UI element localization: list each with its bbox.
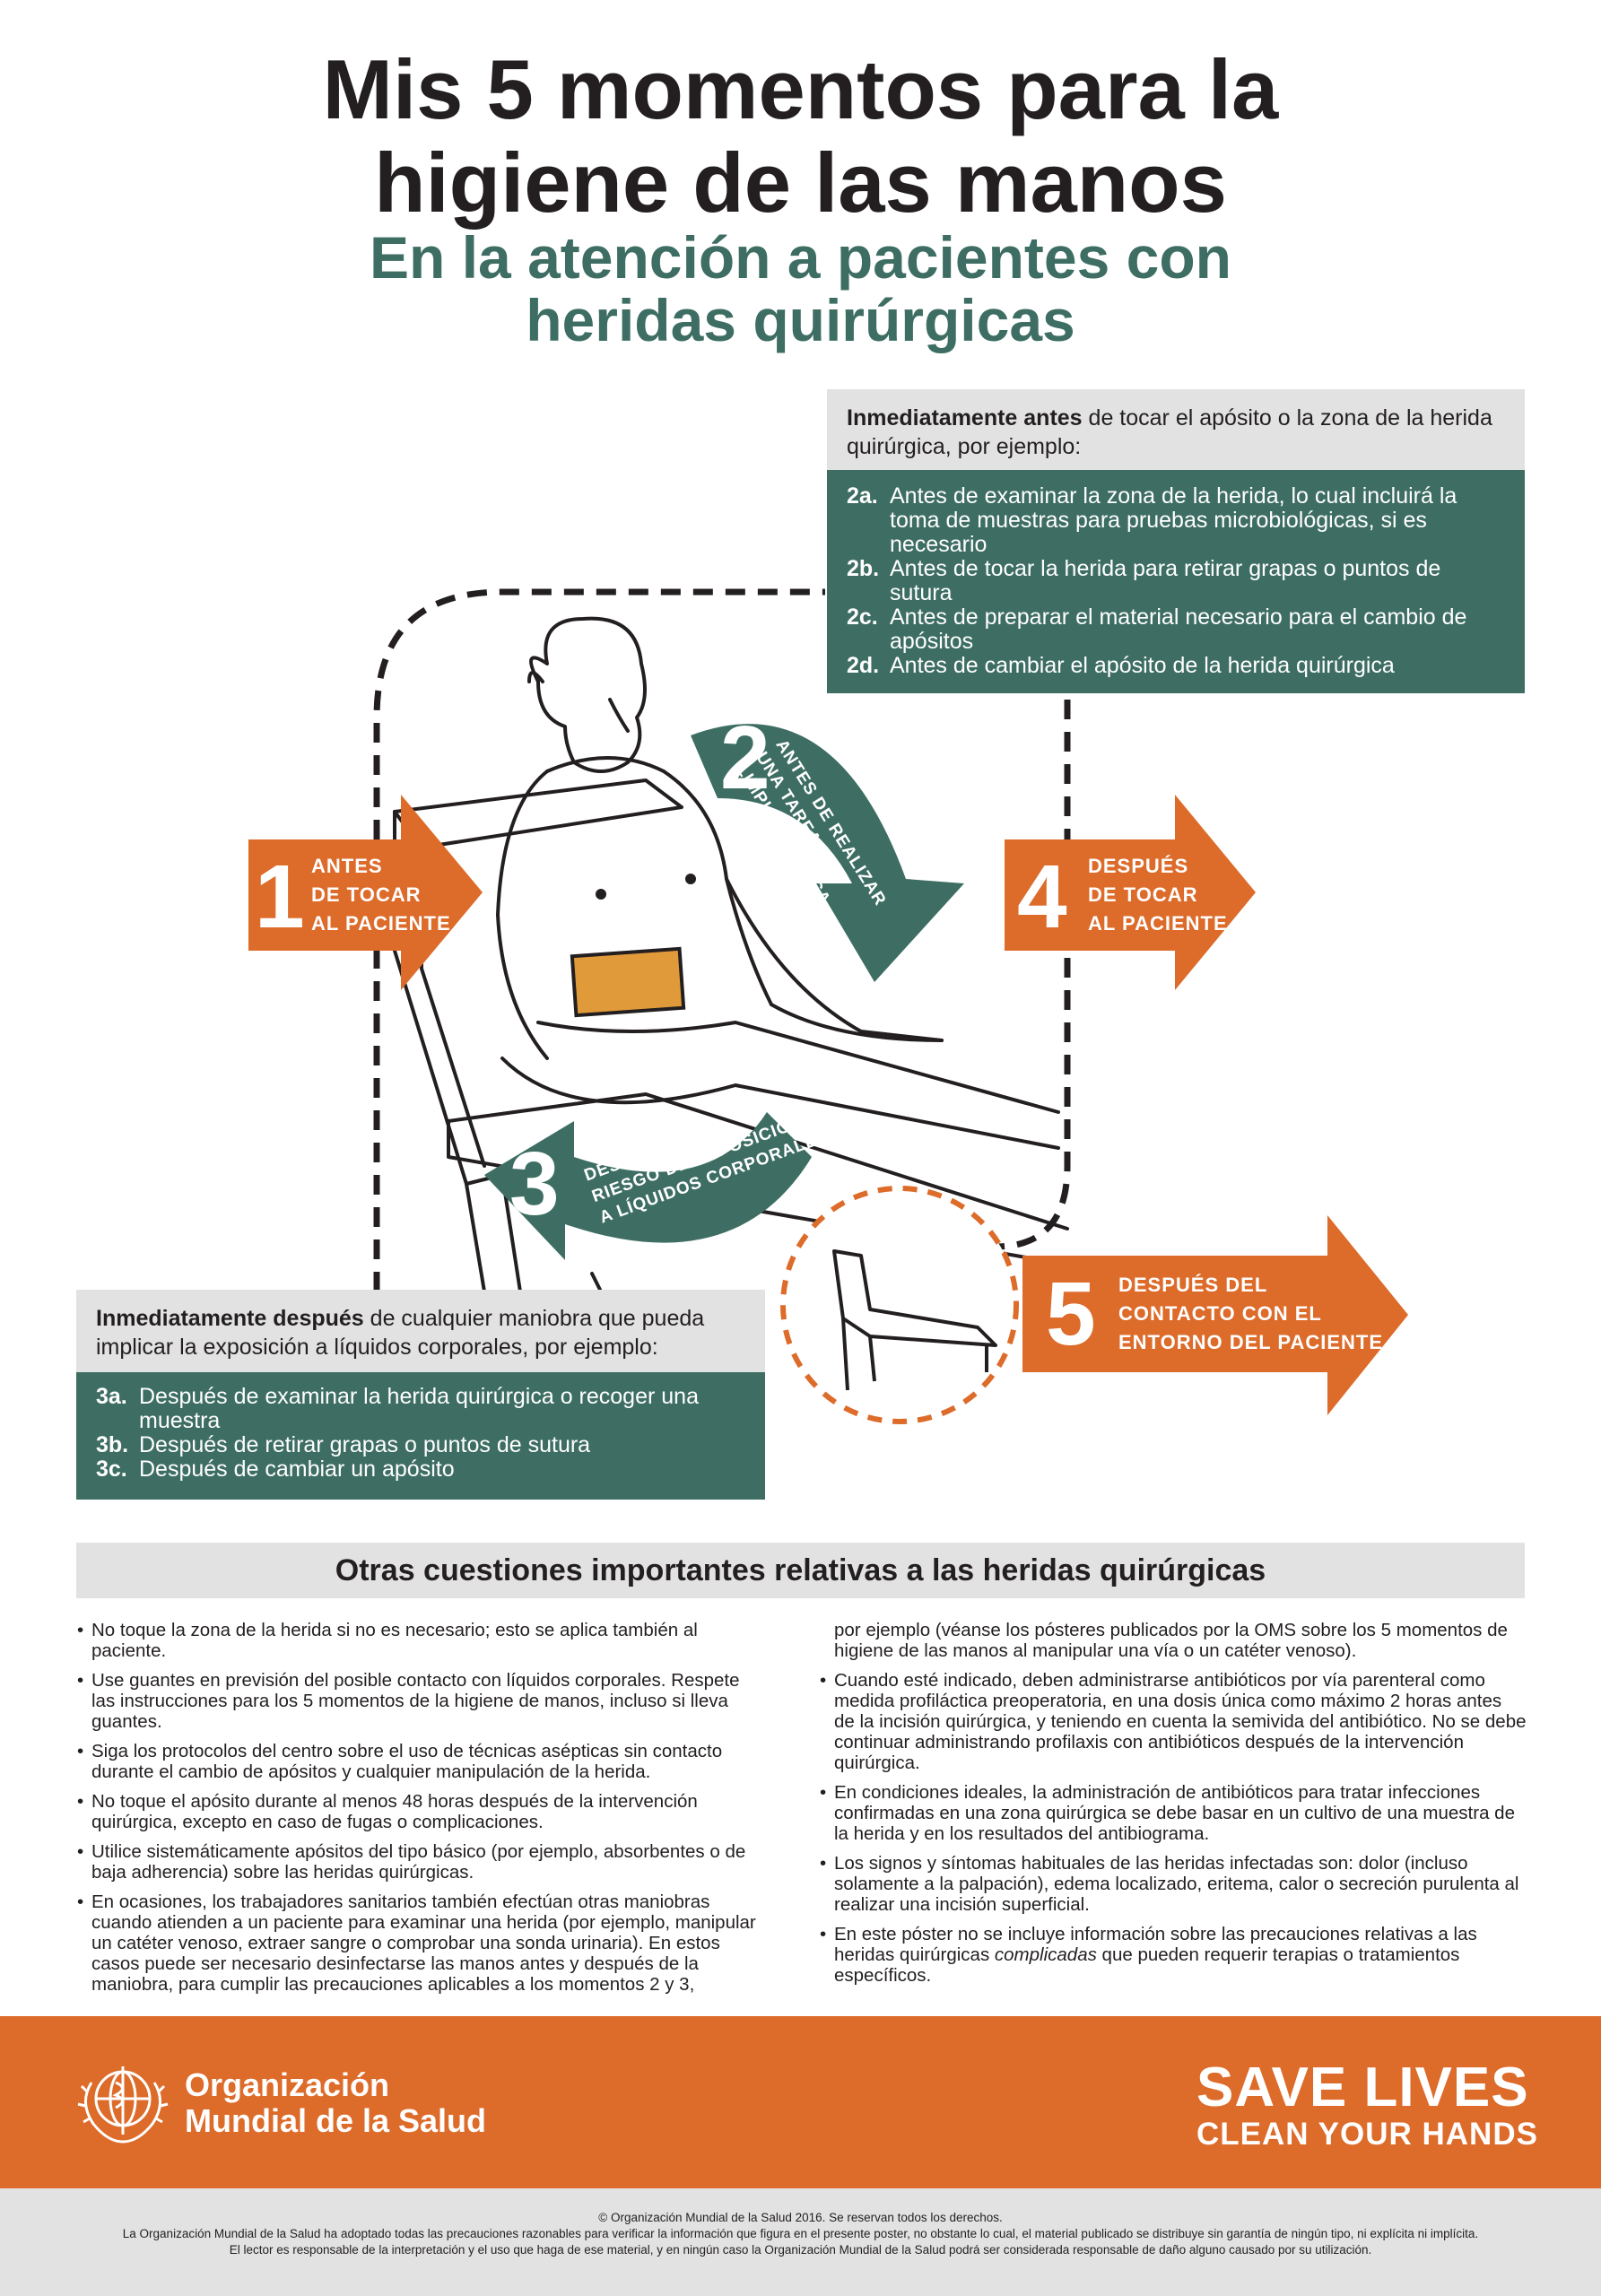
moment-5-label-line: CONTACTO CON EL: [1118, 1302, 1322, 1325]
moment-2-arrow: [691, 724, 964, 982]
moment-2-number: 2: [720, 708, 770, 808]
legal-text-2: El lector es responsable de la interpret…: [229, 2243, 1372, 2257]
item-text: Antes de tocar la herida para retirar gr…: [890, 556, 1441, 605]
item-text: Después de retirar grapas o puntos de su…: [139, 1432, 591, 1457]
moment-3-arrow: [484, 1112, 812, 1260]
panel-before-item: 2c. Antes de preparar el material necesar…: [847, 605, 1505, 654]
title-line-1: Mis 5 momentos para la: [322, 42, 1279, 136]
poster-title: Mis 5 momentos para la higiene de las ma…: [0, 43, 1601, 230]
list-item: En este póster no se incluye información…: [820, 1924, 1527, 1986]
moment-4-label-line: DESPUÉS: [1088, 855, 1189, 877]
item-text: Antes de examinar la zona de la herida, …: [890, 483, 1457, 557]
other-issues-title: Otras cuestiones importantes relativas a…: [76, 1543, 1525, 1598]
save-lives-slogan: SAVE LIVES: [1196, 2057, 1529, 2118]
list-item: Siga los protocolos del centro sobre el …: [77, 1741, 759, 1782]
list-item: En ocasiones, los trabajadores sanitario…: [77, 1892, 759, 1995]
item-code: 2d.: [847, 653, 880, 678]
list-item-text: que pueden requerir terapias o tratamien…: [834, 1944, 1460, 1986]
item-code: 3c.: [96, 1457, 127, 1482]
panel-before-list: 2a. Antes de examinar la zona de la herid…: [827, 470, 1525, 693]
panel-after-item: 3c. Después de cambiar un apósito: [96, 1457, 745, 1482]
list-item: Use guantes en previsión del posible con…: [77, 1670, 759, 1732]
item-code: 2a.: [847, 483, 878, 509]
item-text: Antes de preparar el material necesario …: [890, 604, 1467, 654]
moment-1-label-line: AL PACIENTE: [311, 912, 451, 935]
moment-5-label: DESPUÉS DEL CONTACTO CON EL ENTORNO DEL …: [1118, 1271, 1383, 1357]
item-text: Después de cambiar un apósito: [139, 1457, 455, 1482]
list-item: No toque la zona de la herida si no es n…: [77, 1620, 759, 1661]
panel-after-head-bold: Inmediatamente después: [96, 1306, 364, 1331]
environment-zone-outline: [780, 1186, 1019, 1424]
panel-before-head-bold: Inmediatamente antes: [847, 405, 1083, 430]
wound-dressing: [570, 946, 686, 1018]
panel-before-head-rest: de tocar el apósito o la zona de la heri…: [847, 405, 1492, 459]
legal-band: [0, 2188, 1601, 2296]
item-text: Después de examinar la herida quirúrgica…: [139, 1384, 699, 1433]
bed-illustration: [832, 1249, 997, 1391]
item-code: 2b.: [847, 556, 880, 581]
item-code: 3a.: [96, 1384, 127, 1409]
moment-4-label: DESPUÉS DE TOCAR AL PACIENTE: [1088, 852, 1228, 938]
footer-band: [0, 2016, 1601, 2188]
moment-3-number: 3: [509, 1134, 560, 1234]
moment-5-label-line: DESPUÉS DEL: [1118, 1274, 1268, 1296]
list-item: Cuando esté indicado, deben administrars…: [820, 1670, 1527, 1773]
moment-5-arrow: [1022, 1215, 1408, 1415]
list-item: Los signos y síntomas habituales de las …: [820, 1853, 1527, 1915]
moment-4-number: 4: [1017, 847, 1067, 947]
list-item: Utilice sistemáticamente apósitos del ti…: [77, 1841, 759, 1883]
clean-your-hands-slogan: CLEAN YOUR HANDS: [1196, 2117, 1538, 2152]
list-item: En condiciones ideales, la administració…: [820, 1782, 1527, 1844]
panel-after-head-rest: de cualquier maniobra que pueda implicar…: [96, 1306, 705, 1360]
who-emblem-icon: [77, 2066, 169, 2144]
other-issues-right-column: por ejemplo (véanse los pósteres publica…: [820, 1620, 1527, 1995]
panel-after-item: 3a. Después de examinar la herida quirúrg…: [96, 1385, 745, 1433]
moment-1-label-line: ANTES: [311, 855, 383, 877]
copyright-text: © Organización Mundial de la Salud 2016.…: [598, 2211, 1003, 2224]
moment-4-label-line: AL PACIENTE: [1088, 912, 1228, 935]
list-item-text: En este póster no se incluye información…: [834, 1924, 1477, 1965]
poster-subtitle: En la atención a pacientes con heridas q…: [0, 226, 1601, 352]
panel-after-item: 3b. Después de retirar grapas o puntos de…: [96, 1433, 745, 1457]
moment-1-arrow: [248, 795, 483, 990]
panel-before-item: 2a. Antes de examinar la zona de la herid…: [847, 484, 1505, 557]
subtitle-line-2: heridas quirúrgicas: [526, 287, 1075, 353]
list-item-continuation: por ejemplo (véanse los pósteres publica…: [834, 1620, 1508, 1661]
item-text: Antes de cambiar el apósito de la herida…: [890, 653, 1395, 678]
moments-illustration: [248, 588, 1408, 1424]
panel-after-header: Inmediatamente después de cualquier mani…: [76, 1290, 765, 1372]
list-item-emphasis: complicadas: [994, 1944, 1097, 1965]
moment-4-label-line: DE TOCAR: [1088, 883, 1198, 906]
panel-before-item: 2b. Antes de tocar la herida para retirar…: [847, 557, 1505, 605]
item-code: 2c.: [847, 604, 878, 630]
moment-5-number: 5: [1046, 1264, 1096, 1364]
who-name-line-1: Organización: [185, 2066, 390, 2103]
moment-4-arrow: [1005, 795, 1256, 990]
who-name-line-2: Mundial de la Salud: [185, 2102, 487, 2139]
other-issues-left-column: No toque la zona de la herida si no es n…: [77, 1620, 759, 2004]
panel-after-list: 3a. Después de examinar la herida quirúrg…: [76, 1372, 765, 1500]
legal-text-1: La Organización Mundial de la Salud ha a…: [122, 2227, 1479, 2240]
list-item: No toque el apósito durante al menos 48 …: [77, 1791, 759, 1832]
moment-1-label: ANTES DE TOCAR AL PACIENTE: [311, 852, 451, 938]
item-code: 3b.: [96, 1432, 129, 1457]
title-line-2: higiene de las manos: [374, 135, 1227, 230]
patient-zone-outline: [373, 588, 825, 1292]
panel-before-item: 2d. Antes de cambiar el apósito de la her…: [847, 654, 1505, 678]
moment-1-number: 1: [255, 847, 305, 947]
who-name: Organización Mundial de la Salud: [185, 2067, 486, 2139]
subtitle-line-1: En la atención a pacientes con: [370, 224, 1231, 291]
moment-5-label-line: ENTORNO DEL PACIENTE: [1118, 1331, 1384, 1353]
moment-1-label-line: DE TOCAR: [311, 883, 422, 906]
panel-before-header: Inmediatamente antes de tocar el apósito…: [827, 389, 1525, 470]
